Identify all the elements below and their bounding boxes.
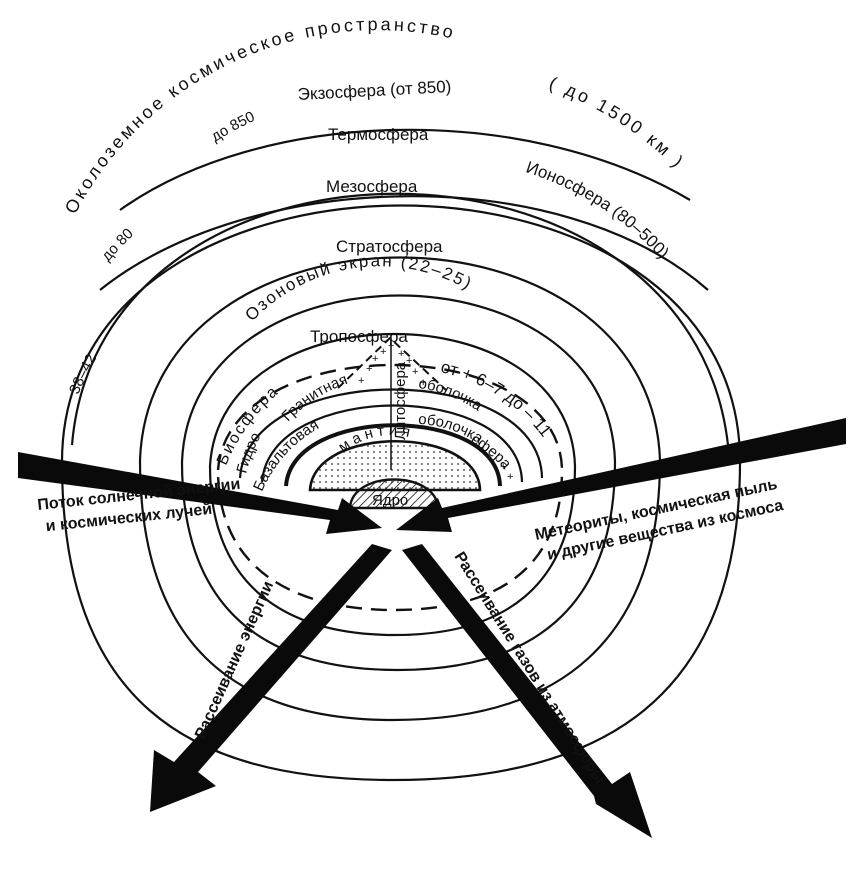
svg-text:+: +: [507, 471, 513, 483]
ring-exosphere: [70, 192, 730, 446]
svg-text:+: +: [380, 346, 386, 358]
svg-text:+: +: [358, 375, 364, 387]
svg-text:+: +: [388, 340, 394, 352]
label-gas-out: Рассеивание газов из атмосферы: [451, 549, 608, 787]
lithosphere-peak: [337, 336, 447, 391]
label-exosphere: Экзосфера (от 850): [297, 77, 452, 104]
svg-text:+: +: [412, 366, 418, 378]
svg-text:+: +: [372, 353, 378, 365]
label-space-limit: ( до 1500 км ): [547, 73, 689, 173]
mantle-region: [308, 439, 482, 492]
label-to-80: до 80: [98, 225, 137, 265]
ring-granite: [260, 404, 524, 483]
lithosphere-markings: +++ +++ +++ ++: [358, 340, 513, 483]
label-38-42: 38–42: [66, 351, 100, 396]
ring-mesosphere: [99, 195, 709, 291]
ring-ozone: [180, 294, 617, 672]
label-to-850: до 850: [208, 108, 257, 145]
arrow-solar-energy-in: [18, 452, 382, 534]
ring-basalt: [284, 423, 502, 487]
ring-troposphere: [208, 333, 577, 637]
ring-thermosphere: [119, 128, 691, 211]
outer-space-boundary: [60, 204, 742, 782]
ring-biosphere: [216, 363, 564, 612]
svg-text:+: +: [406, 355, 412, 367]
svg-text:+: +: [398, 348, 404, 360]
svg-text:+: +: [500, 461, 506, 473]
label-troposphere: Тропосфера: [310, 327, 408, 346]
ring-hydrosphere: [238, 388, 544, 479]
ring-stratosphere: [138, 256, 662, 722]
arrow-gas-out: [402, 544, 652, 838]
svg-text:+: +: [366, 363, 372, 375]
label-stratosphere: Стратосфера: [336, 237, 443, 256]
label-mesosphere: Мезосфера: [326, 177, 418, 196]
label-core: Ядро: [372, 492, 408, 509]
svg-text:+: +: [420, 377, 426, 389]
label-lithosphere: Литосфера: [392, 361, 409, 440]
arrow-meteorites-in: [396, 418, 846, 532]
label-granite: Гранитная: [279, 371, 350, 425]
label-thermosphere: Термосфера: [328, 125, 429, 144]
label-ozone: Озоновый экран (22–25): [241, 251, 476, 325]
arrow-energy-out: [150, 544, 392, 812]
